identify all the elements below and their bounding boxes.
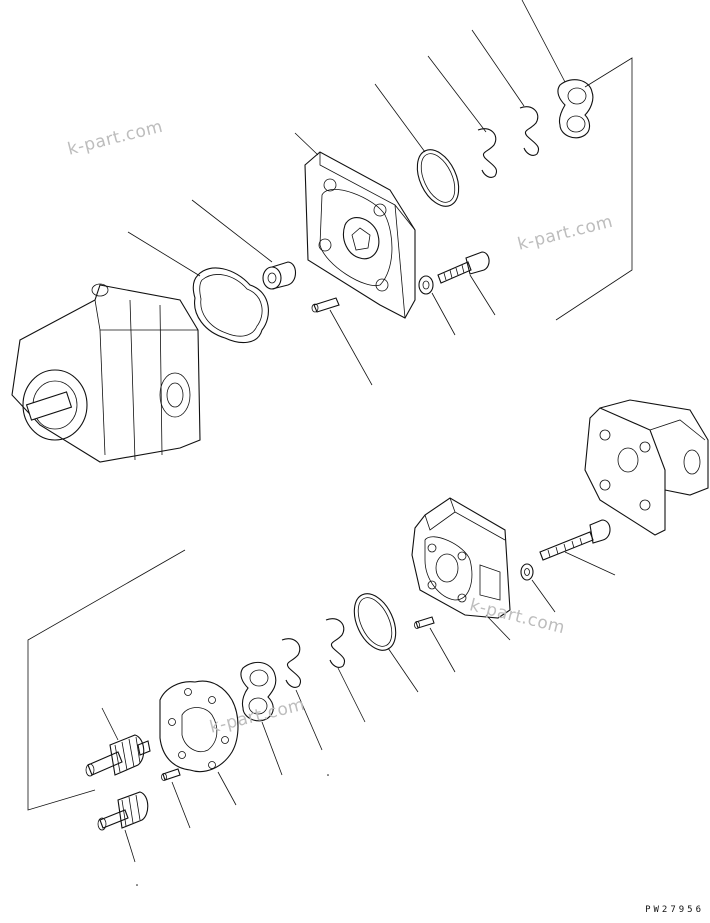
cover-plate-upper [294,132,416,319]
washer-lower [520,563,556,613]
bolt-lower [539,519,616,576]
gasket-left [127,231,269,344]
main-pump-body [11,283,201,463]
rear-pump-section [584,399,709,536]
group-boundary-lower [27,549,186,811]
snap-ring-lower-1 [325,618,366,723]
group-boundary-upper [555,57,633,321]
driven-gear-shaft [97,791,149,863]
seal-plate-upper [521,0,594,139]
pin-lower-middle [414,616,456,673]
bushing [191,199,297,290]
pin-upper [311,297,373,386]
bolt-upper [437,251,496,316]
snap-ring-lower-2 [281,638,323,751]
leader-dot [327,774,329,776]
seal-plate-lower [240,661,283,776]
leader-dot [136,884,138,886]
snap-ring-upper-2 [471,29,540,156]
drawing-code: PW27956 [645,905,704,915]
middle-housing [411,497,511,641]
pin-lower-left [161,768,191,829]
o-ring-upper [374,83,460,207]
o-ring-lower [353,593,419,693]
washer-upper [418,275,456,336]
side-plate-lower [159,680,239,806]
snap-ring-upper-1 [427,55,498,178]
drive-gear-shaft [85,707,151,777]
